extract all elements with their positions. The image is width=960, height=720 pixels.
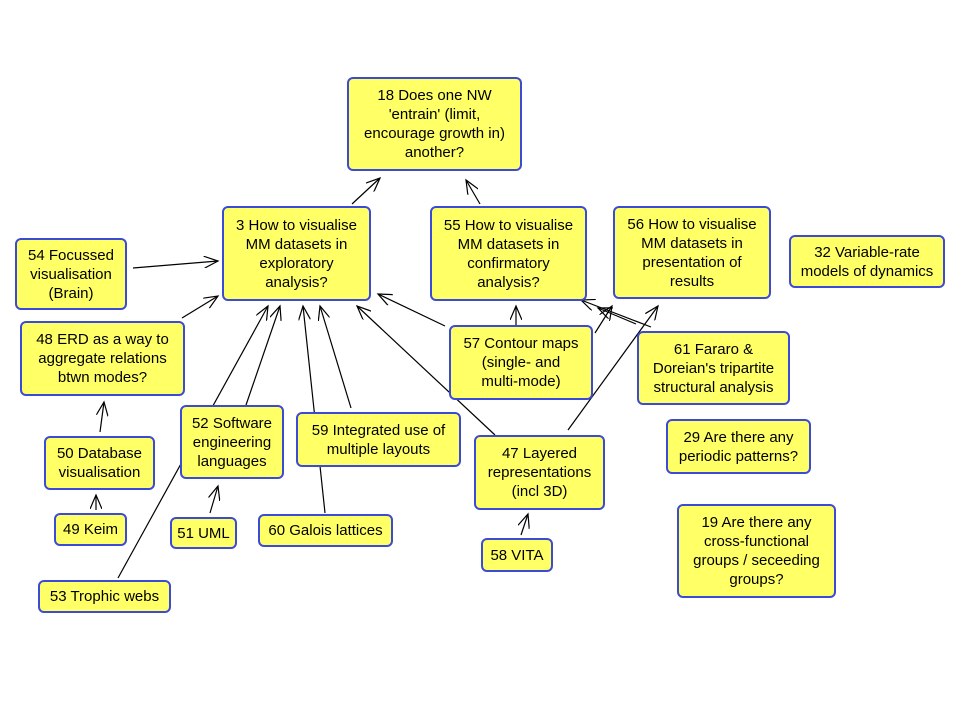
edge-58-to-47 [521,514,528,536]
node-32-variable-rate[interactable]: 32 Variable-rate models of dynamics [789,235,945,288]
node-3-label: 3 How to visualise MM datasets in explor… [236,216,357,291]
node-52-software[interactable]: 52 Software engineering languages [180,405,284,479]
node-56-label: 56 How to visualise MM datasets in prese… [627,215,757,290]
node-60-label: 60 Galois lattices [268,522,383,539]
edge-47-to-56 [567,306,658,431]
node-3-exploratory[interactable]: 3 How to visualise MM datasets in explor… [222,206,371,301]
node-52-label: 52 Software engineering languages [191,414,273,470]
node-18-label: 18 Does one NW 'entrain' (limit, encoura… [364,87,505,161]
edge-47-to-3 [357,306,496,436]
node-29-label: 29 Are there any periodic patterns? [678,428,799,465]
node-59-integrated[interactable]: 59 Integrated use of multiple layouts [296,412,461,467]
node-58-label: 58 VITA [490,546,544,564]
edge-54-to-3 [132,261,218,269]
node-50-label: 50 Database visualisation [56,445,143,481]
node-48-erd[interactable]: 48 ERD as a way to aggregate relations b… [20,321,185,396]
edge-61-to-56 [598,308,637,325]
node-47-layered[interactable]: 47 Layered representations (incl 3D) [474,435,605,510]
node-51-uml[interactable]: 51 UML [170,517,237,549]
node-47-label: 47 Layered representations (incl 3D) [487,445,592,500]
node-50-database[interactable]: 50 Database visualisation [44,436,155,490]
edge-57-to-3 [378,294,446,327]
node-51-label: 51 UML [177,524,230,542]
node-55-confirmatory[interactable]: 55 How to visualise MM datasets in confi… [430,206,587,301]
edge-48-to-3 [181,296,218,319]
node-61-fararo[interactable]: 61 Fararo & Doreian's tripartite structu… [637,331,790,405]
node-55-label: 55 How to visualise MM datasets in confi… [443,216,574,291]
node-57-contour[interactable]: 57 Contour maps (single- and multi-mode) [449,325,593,400]
node-54-label: 54 Focussed visualisation (Brain) [28,246,114,302]
edge-3-to-18 [351,178,380,205]
edge-55-to-18 [466,180,481,205]
node-32-label: 32 Variable-rate models of dynamics [800,243,934,280]
edge-61-to-56b [581,300,652,328]
node-49-keim[interactable]: 49 Keim [54,513,127,546]
node-53-trophic[interactable]: 53 Trophic webs [38,580,171,613]
node-58-vita[interactable]: 58 VITA [481,538,553,572]
edge-50-to-48 [100,402,104,433]
node-29-periodic[interactable]: 29 Are there any periodic patterns? [666,419,811,474]
node-18-entrain[interactable]: 18 Does one NW 'entrain' (limit, encoura… [347,77,522,171]
node-53-label: 53 Trophic webs [49,588,160,605]
edge-51-to-52 [210,486,218,514]
node-54-focussed[interactable]: 54 Focussed visualisation (Brain) [15,238,127,310]
edge-52-to-3 [245,306,280,406]
node-49-label: 49 Keim [62,521,119,538]
edge-59-to-3 [320,306,352,409]
node-60-galois[interactable]: 60 Galois lattices [258,514,393,547]
node-59-label: 59 Integrated use of multiple layouts [311,421,446,458]
node-57-label: 57 Contour maps (single- and multi-mode) [463,335,579,390]
node-19-cross-functional[interactable]: 19 Are there any cross-functional groups… [677,504,836,598]
node-19-label: 19 Are there any cross-functional groups… [693,514,820,588]
node-61-label: 61 Fararo & Doreian's tripartite structu… [652,340,775,396]
node-56-presentation[interactable]: 56 How to visualise MM datasets in prese… [613,206,771,299]
node-48-label: 48 ERD as a way to aggregate relations b… [36,331,169,386]
edge-60-to-3 [303,306,326,514]
